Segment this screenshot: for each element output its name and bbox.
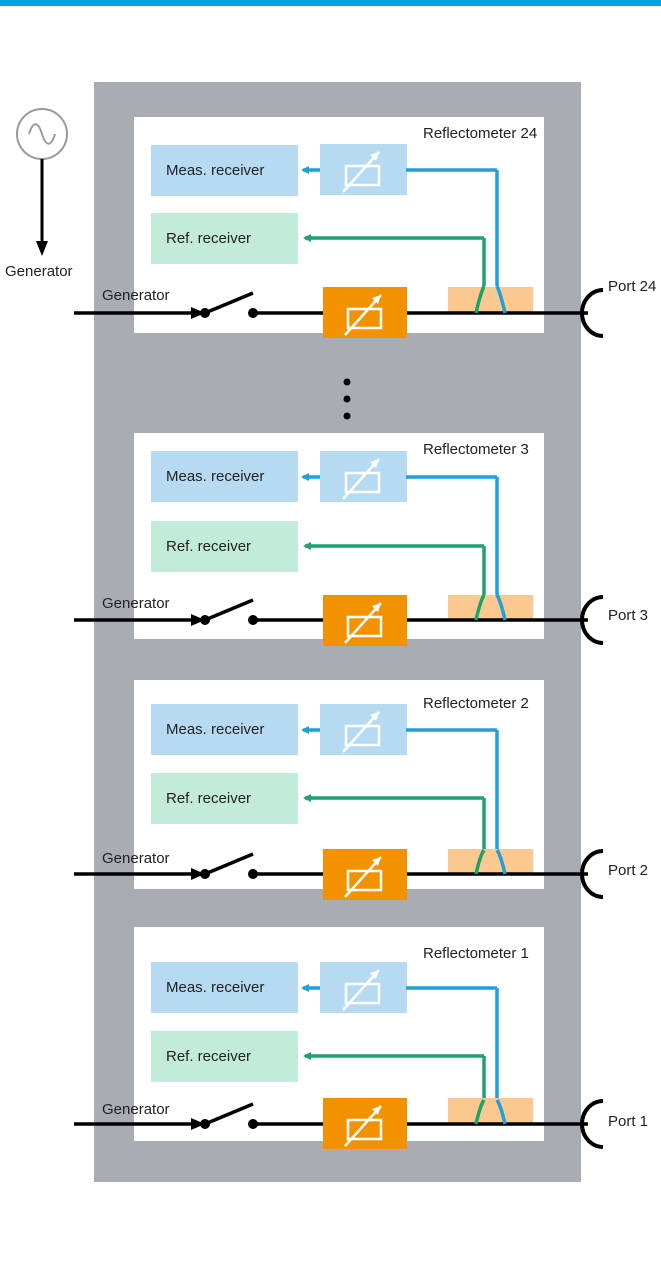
reflectometer-2-internals	[74, 704, 604, 900]
ref-receiver-label: Ref. receiver	[166, 230, 252, 247]
variable-attenuator-icon	[344, 602, 383, 644]
vertical-dots-icon	[343, 378, 351, 420]
ref-receiver: Ref. receiver	[151, 1031, 298, 1082]
reflectometer-24-internals	[74, 144, 604, 338]
reflectometer-title: Reflectometer 3	[423, 441, 529, 458]
variable-attenuator-icon	[344, 294, 383, 336]
meas-receiver: Meas. receiver	[151, 704, 298, 755]
reflectometer-title: Reflectometer 2	[423, 695, 529, 712]
sine-wave-source-icon	[16, 108, 68, 160]
meas-receiver-label: Meas. receiver	[166, 979, 265, 996]
reflectometer-1-internals	[74, 962, 604, 1149]
ref-receiver-label: Ref. receiver	[166, 1048, 252, 1065]
variable-attenuator-icon	[344, 856, 383, 898]
meas-receiver-label: Meas. receiver	[166, 721, 265, 738]
generator-input-label: Generator	[102, 595, 170, 612]
port-connector-icon	[580, 595, 604, 645]
ref-receiver-label: Ref. receiver	[166, 538, 252, 555]
reflectometer-3-internals	[74, 451, 604, 646]
variable-attenuator-icon	[342, 711, 381, 753]
ref-receiver: Ref. receiver	[151, 213, 298, 264]
port-connector-icon	[580, 849, 604, 899]
variable-attenuator-icon	[342, 969, 381, 1011]
port-label: Port 2	[608, 862, 649, 879]
generator-input-label: Generator	[102, 287, 170, 304]
port-label: Port 1	[608, 1113, 649, 1130]
ref-receiver: Ref. receiver	[151, 521, 298, 572]
ref-receiver-label: Ref. receiver	[166, 790, 252, 807]
meas-receiver: Meas. receiver	[151, 962, 298, 1013]
top-accent-bar	[0, 0, 661, 6]
variable-attenuator-icon	[342, 151, 381, 193]
port-connector-icon	[580, 1099, 604, 1149]
generator-input-label: Generator	[102, 1101, 170, 1118]
port-label: Port 24	[608, 278, 657, 295]
directional-coupler	[448, 287, 533, 312]
port-connector-icon	[580, 288, 604, 338]
ref-receiver: Ref. receiver	[151, 773, 298, 824]
port-label: Port 3	[608, 607, 649, 624]
generator-source-label: Generator	[5, 263, 73, 280]
meas-receiver-label: Meas. receiver	[166, 468, 265, 485]
generator-down-arrow-icon	[36, 159, 48, 256]
variable-attenuator-icon	[344, 1105, 383, 1147]
meas-receiver: Meas. receiver	[151, 451, 298, 502]
variable-attenuator-icon	[342, 458, 381, 500]
reflectometer-title: Reflectometer 1	[423, 945, 529, 962]
reflectometer-title: Reflectometer 24	[423, 125, 538, 142]
generator-input-label: Generator	[102, 850, 170, 867]
meas-receiver-label: Meas. receiver	[166, 162, 265, 179]
meas-receiver: Meas. receiver	[151, 145, 298, 196]
